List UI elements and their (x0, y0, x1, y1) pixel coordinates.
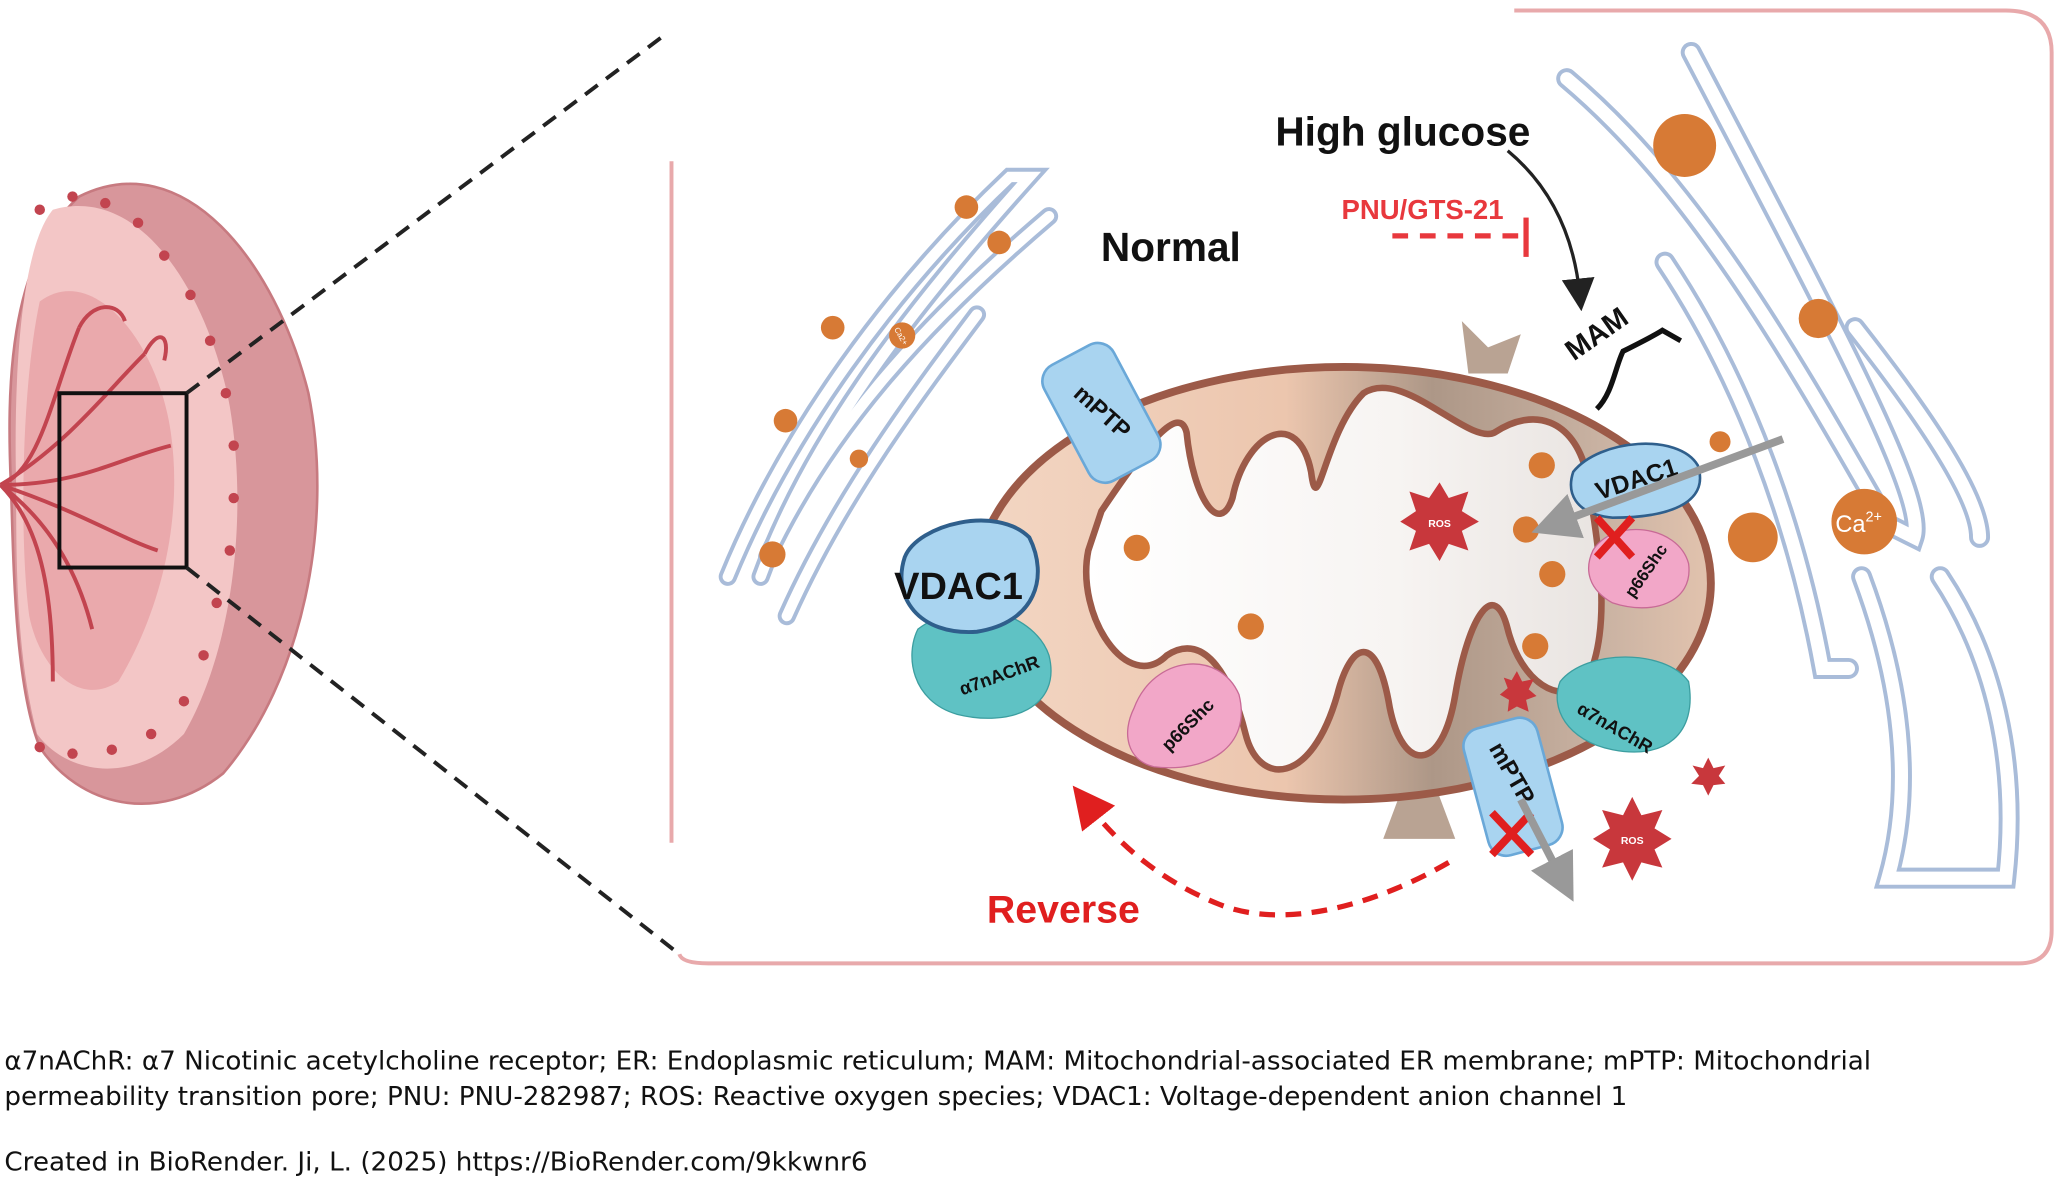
ros-small-icon (1499, 671, 1537, 712)
beaded-border (34, 191, 239, 759)
efflux-arrow (1517, 797, 1574, 902)
inhibition-line (1392, 217, 1529, 257)
svg-text:ROS: ROS (1428, 519, 1451, 530)
mptp-top: mPTP (1041, 341, 1162, 485)
vdac1-right: VDAC1 (1569, 442, 1702, 520)
calcium-ions-left (759, 195, 1011, 568)
high-glucose-label: High glucose (1275, 108, 1530, 154)
normal-label: Normal (1101, 224, 1241, 270)
a7nachr-left: α7nAChR (911, 609, 1052, 719)
credit-line: Created in BioRender. Ji, L. (2025) http… (4, 1147, 867, 1177)
inhibitor-label: PNU/GTS-21 (1341, 194, 1503, 225)
p66shc-right: p66Shc (1588, 528, 1690, 609)
er-right (1556, 41, 2020, 889)
vdac1-left: VDAC1 (894, 518, 1040, 634)
reverse-arrow (1072, 785, 1451, 918)
mptp-bottom: mPTP (1462, 716, 1564, 858)
p66shc-left: p66Shc (1127, 663, 1242, 769)
high-glucose-arrow (1506, 149, 1595, 312)
zoom-line-bottom (185, 565, 681, 956)
blocked-x-icon-vdac (1593, 515, 1636, 560)
zoom-line-top (185, 35, 664, 395)
tissue-section (0, 182, 319, 805)
er-left (718, 167, 1059, 626)
blocked-x-icon-mptp (1489, 809, 1535, 858)
svg-text:VDAC1: VDAC1 (894, 566, 1023, 608)
ros-icon-1: ROS (1400, 482, 1479, 561)
calcium-label: Ca2+ (1835, 510, 1882, 537)
abbreviations-line-1: α7nAChR: α7 Nicotinic acetylcholine rece… (4, 1047, 1871, 1077)
reverse-label: Reverse (987, 888, 1140, 932)
ros-small-icon (1691, 757, 1726, 796)
ros-icon-2: ROS (1592, 796, 1672, 881)
calcium-ions-right (1653, 114, 1897, 563)
cell-membrane (669, 8, 2054, 966)
zoom-region-box (57, 391, 189, 570)
calcium-influx-arrow (1531, 435, 1785, 539)
svg-text:ROS: ROS (1621, 836, 1644, 847)
mam-bracket (1594, 327, 1683, 411)
abbreviations-line-2: permeability transition pore; PNU: PNU-2… (4, 1082, 1627, 1112)
